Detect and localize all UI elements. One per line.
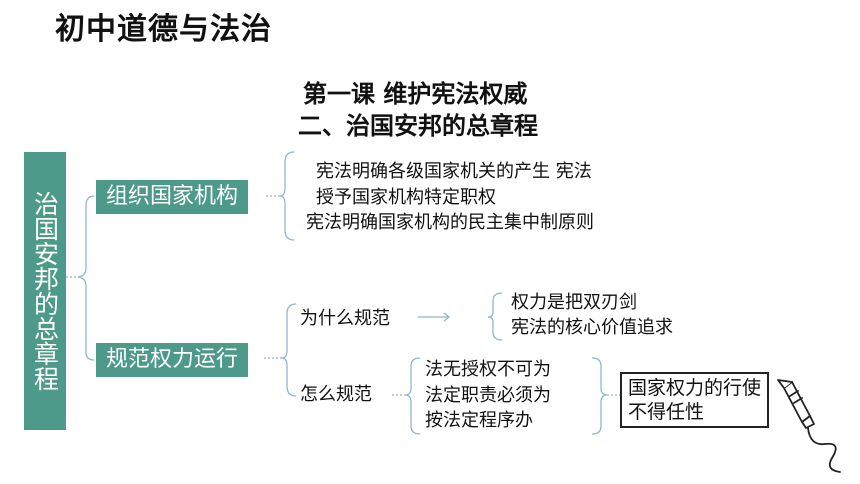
why-item-2: 宪法的核心价值追求 <box>511 317 673 338</box>
page-title: 初中道德与法治 <box>55 12 272 47</box>
root-node: 治国安邦的总章程 <box>24 152 66 430</box>
why-label: 为什么规范 <box>300 308 390 329</box>
how-item-3: 按法定程序办 <box>425 410 533 431</box>
organize-item-3: 宪法明确国家机构的民主集中制原则 <box>306 212 594 233</box>
branch-organize: 组织国家机构 <box>96 180 249 214</box>
conclusion-line-1: 国家权力的行使 <box>628 377 762 399</box>
branch-regulate: 规范权力运行 <box>96 343 249 377</box>
how-item-1: 法无授权不可为 <box>425 359 551 380</box>
conclusion-line-2: 不得任性 <box>628 401 705 423</box>
how-item-2: 法定职责必须为 <box>425 385 551 406</box>
organize-item-2: 授予国家机构特定职权 <box>316 187 496 208</box>
organize-item-1: 宪法明确各级国家机关的产生 宪法 <box>316 161 592 182</box>
pen-icon <box>777 379 841 473</box>
why-item-1: 权力是把双刃剑 <box>511 292 637 313</box>
lesson-title: 第一课 维护宪法权威 <box>303 80 528 108</box>
how-label: 怎么规范 <box>300 384 372 405</box>
conclusion-box: 国家权力的行使 不得任性 <box>620 372 770 428</box>
section-title: 二、治国安邦的总章程 <box>298 112 538 140</box>
